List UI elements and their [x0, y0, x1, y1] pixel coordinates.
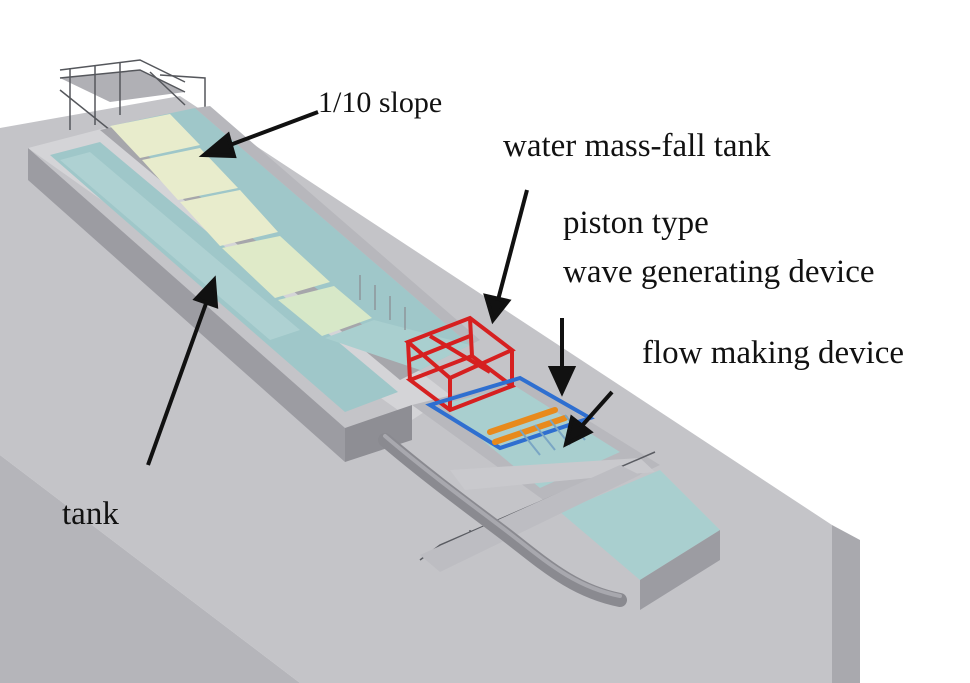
label-piston-line1: piston type [563, 207, 709, 240]
arrow-mass-fall [498, 190, 527, 300]
label-slope: 1/10 slope [318, 88, 442, 118]
label-tank: tank [62, 498, 119, 531]
label-piston-line2: wave generating device [563, 256, 875, 289]
label-flow-making-device: flow making device [642, 337, 904, 370]
label-water-mass-fall-tank: water mass-fall tank [503, 130, 771, 163]
ground-slab-edge [832, 525, 860, 683]
